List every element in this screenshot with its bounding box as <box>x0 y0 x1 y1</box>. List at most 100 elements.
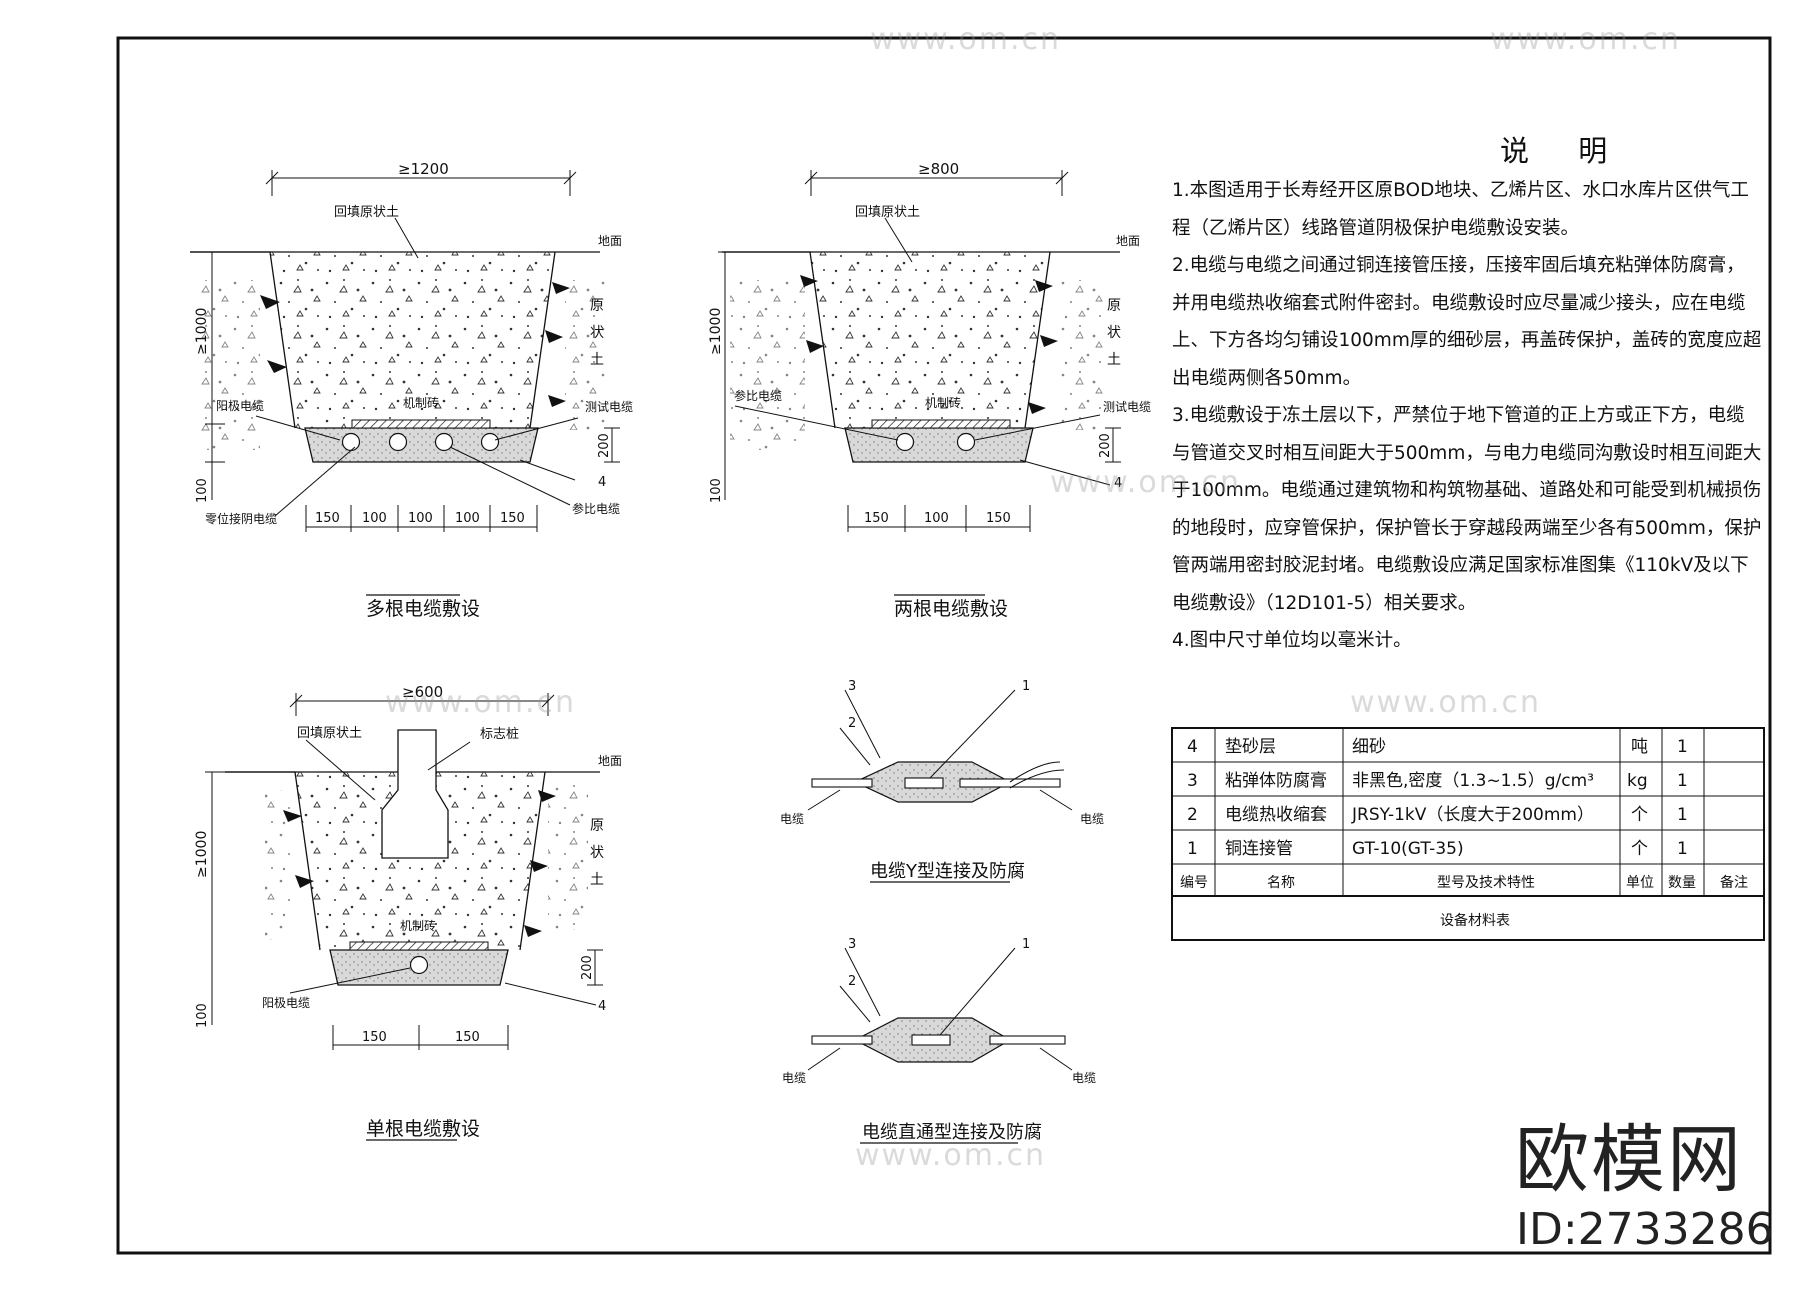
single-under-dim: 100 <box>195 1003 210 1028</box>
table-caption: 设备材料表 <box>1440 912 1510 929</box>
two-soil-3: 土 <box>1107 352 1121 368</box>
two-spacing-1: 150 <box>864 511 889 526</box>
single-spacing-1: 150 <box>362 1030 387 1045</box>
single-anode-label: 阳极电缆 <box>262 996 310 1010</box>
multi-soil-1: 原 <box>590 298 604 314</box>
two-backfill-label: 回填原状土 <box>855 205 920 220</box>
y-joint-cable-right: 电缆 <box>1080 812 1104 826</box>
multi-title: 多根电缆敷设 <box>366 598 480 620</box>
svg-text:电缆热收缩套: 电缆热收缩套 <box>1225 805 1327 825</box>
straight-joint-n1: 1 <box>1022 937 1030 952</box>
svg-text:2: 2 <box>1187 805 1198 825</box>
svg-text:细砂: 细砂 <box>1352 737 1386 757</box>
two-ref-label: 参比电缆 <box>734 388 782 403</box>
multi-test-label: 测试电缆 <box>585 399 633 414</box>
straight-joint-cable-right: 电缆 <box>1072 1071 1096 1085</box>
two-width-dim: ≥800 <box>918 160 959 178</box>
multi-ground-label: 地面 <box>598 234 622 248</box>
multi-brick-label: 机制砖 <box>403 395 439 410</box>
multi-item4: 4 <box>598 475 606 490</box>
note-item-4: 4.图中尺寸单位均以毫米计。 <box>1172 630 1412 651</box>
svg-text:1: 1 <box>1677 771 1688 791</box>
multi-spacing-4: 100 <box>455 511 480 526</box>
multi-ref-label: 参比电缆 <box>572 501 620 516</box>
notes-block: 1.本图适用于长寿经开区原BOD地块、乙烯片区、水口水库片区供气工程（乙烯片区）… <box>1172 172 1762 660</box>
two-sand-dim: 200 <box>1098 433 1113 458</box>
svg-text:JRSY-1kV（长度大于200mm）: JRSY-1kV（长度大于200mm） <box>1351 805 1594 825</box>
table-row: 2 电缆热收缩套 JRSY-1kV（长度大于200mm） 个 1 <box>1187 805 1688 825</box>
svg-text:非黑色,密度（1.3~1.5）g/cm³: 非黑色,密度（1.3~1.5）g/cm³ <box>1352 771 1594 791</box>
watermark-id: ID:2733286 <box>1516 1204 1774 1255</box>
single-brick-label: 机制砖 <box>400 918 436 933</box>
y-joint-n1: 1 <box>1022 679 1030 694</box>
y-joint-title: 电缆Y型连接及防腐 <box>870 861 1025 882</box>
svg-text:个: 个 <box>1631 839 1648 859</box>
table-row: 4 垫砂层 细砂 吨 1 <box>1187 737 1688 757</box>
svg-text:1: 1 <box>1677 737 1688 757</box>
two-item4: 4 <box>1114 476 1122 491</box>
multi-soil-3: 土 <box>590 352 604 368</box>
y-joint-detail: 3 2 1 电缆 电缆 电缆Y型连接及防腐 <box>780 679 1104 883</box>
notes-title: 说 明 <box>1500 134 1628 168</box>
multi-spacing-5: 150 <box>500 511 525 526</box>
y-joint-n3: 3 <box>848 679 856 694</box>
single-spacing-2: 150 <box>455 1030 480 1045</box>
single-depth-dim: ≥1000 <box>194 831 210 878</box>
multi-under-dim: 100 <box>195 478 210 503</box>
two-brick-label: 机制砖 <box>925 395 961 410</box>
svg-text:1: 1 <box>1677 805 1688 825</box>
single-backfill-label: 回填原状土 <box>297 726 362 741</box>
two-spacing-3: 150 <box>986 511 1011 526</box>
multi-spacing-3: 100 <box>408 511 433 526</box>
single-cable-section: ≥600 地面 回填原状土 标志桩 原 状 土 机制砖 阳极电缆 4 ≥1000… <box>194 683 622 1141</box>
straight-joint-n3: 3 <box>848 937 856 952</box>
multi-spacing-2: 100 <box>362 511 387 526</box>
y-joint-n2: 2 <box>848 716 856 731</box>
multi-soil-2: 状 <box>590 325 604 341</box>
two-spacing-2: 100 <box>924 511 949 526</box>
svg-text:1: 1 <box>1677 839 1688 859</box>
straight-joint-cable-left: 电缆 <box>782 1071 806 1085</box>
svg-text:3: 3 <box>1187 771 1198 791</box>
note-item-1: 1.本图适用于长寿经开区原BOD地块、乙烯片区、水口水库片区供气工程（乙烯片区）… <box>1172 180 1749 239</box>
single-ground-label: 地面 <box>598 754 622 768</box>
two-soil-2: 状 <box>1107 325 1121 341</box>
svg-text:单位: 单位 <box>1626 875 1654 891</box>
svg-text:编号: 编号 <box>1180 875 1208 891</box>
svg-text:数量: 数量 <box>1668 875 1696 891</box>
two-test-label: 测试电缆 <box>1103 399 1151 414</box>
single-marker-label: 标志桩 <box>480 727 519 742</box>
straight-joint-n2: 2 <box>848 974 856 989</box>
svg-text:1: 1 <box>1187 839 1198 859</box>
straight-joint-detail: 3 2 1 电缆 电缆 电缆直通型连接及防腐 <box>782 937 1096 1144</box>
two-under-dim: 100 <box>709 478 724 503</box>
watermark-brand: 欧模网 <box>1515 1117 1743 1203</box>
svg-text:垫砂层: 垫砂层 <box>1225 737 1276 757</box>
svg-text:名称: 名称 <box>1267 875 1295 891</box>
two-depth-dim: ≥1000 <box>708 308 724 355</box>
single-title: 单根电缆敷设 <box>366 1118 480 1140</box>
svg-text:4: 4 <box>1187 737 1198 757</box>
multi-cable-section: ≥1200 地面 回填原状土 原 状 土 机制砖 阳极电缆 测试电缆 零位接阴电… <box>190 160 633 620</box>
two-ground-label: 地面 <box>1116 234 1140 248</box>
single-soil-2: 状 <box>590 845 604 861</box>
svg-text:粘弹体防腐膏: 粘弹体防腐膏 <box>1225 770 1327 791</box>
table-header: 编号 名称 型号及技术特性 单位 数量 备注 <box>1180 874 1748 891</box>
multi-width-dim: ≥1200 <box>398 160 449 178</box>
material-table: 4 垫砂层 细砂 吨 1 3 粘弹体防腐膏 非黑色,密度（1.3~1.5）g/c… <box>1171 727 1765 941</box>
straight-joint-title: 电缆直通型连接及防腐 <box>862 1122 1042 1143</box>
multi-depth-dim: ≥1000 <box>194 308 210 355</box>
table-row: 3 粘弹体防腐膏 非黑色,密度（1.3~1.5）g/cm³ kg 1 <box>1187 770 1688 791</box>
single-soil-3: 土 <box>590 872 604 888</box>
single-width-dim: ≥600 <box>402 683 443 701</box>
note-item-2: 2.电缆与电缆之间通过铜连接管压接，压接牢固后填充粘弹体防腐膏，并用电缆热收缩套… <box>1172 255 1762 389</box>
single-soil-1: 原 <box>590 818 604 834</box>
two-cable-section: ≥800 地面 回填原状土 原 状 土 机制砖 参比电缆 测试电缆 4 ≥100… <box>708 160 1151 620</box>
y-joint-cable-left: 电缆 <box>780 812 804 826</box>
svg-text:吨: 吨 <box>1631 737 1648 757</box>
single-sand-dim: 200 <box>580 955 595 980</box>
multi-zero-label: 零位接阴电缆 <box>205 511 277 526</box>
svg-text:备注: 备注 <box>1720 874 1748 891</box>
table-row: 1 铜连接管 GT-10(GT-35) 个 1 <box>1187 839 1688 859</box>
